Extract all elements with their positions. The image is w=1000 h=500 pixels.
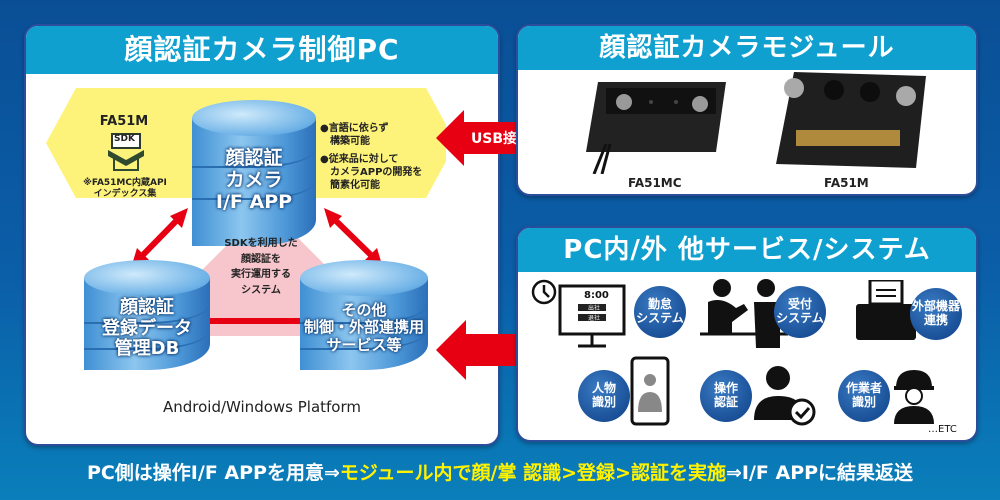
sdk-note: ※FA51MC内蔵API インデックス集 [66, 178, 184, 201]
service-reception: 受付システム [774, 286, 826, 338]
db-label-1: 顔認証 [120, 297, 174, 318]
user-check-icon [754, 366, 816, 426]
center-text-2: 顔認証を [241, 253, 281, 265]
control-pc-title: 顔認証カメラ制御PC [26, 26, 498, 74]
etc-label: …ETC [928, 424, 957, 435]
fa51mc-camera-icon [586, 82, 726, 174]
fa51m-camera-icon [776, 72, 926, 168]
reception-people-icon [700, 279, 788, 348]
attendance-time: 8:00 [584, 290, 609, 301]
db-label-2: 登録データ [102, 317, 192, 339]
sdk-box-icon [108, 133, 144, 171]
arrow-app-other [328, 213, 379, 263]
sdk-badge: SDK [114, 134, 135, 144]
benefit-2-line1: ●従来品に対して [320, 154, 399, 165]
sdk-note-line2: インデックス集 [93, 189, 157, 200]
service-worker-identification: 作業者識別 [838, 370, 890, 422]
arrow-app-db [135, 213, 184, 263]
service-attendance: 勤怠システム [634, 286, 686, 338]
other-services-cylinder: その他 制御・外部連携用 サービス等 [300, 260, 428, 370]
other-label-2: 制御・外部連携用 [303, 318, 424, 337]
benefit-2-line3: 簡素化可能 [330, 180, 380, 191]
camera-module-title: 顔認証カメラモジュール [518, 26, 976, 70]
attendance-monitor-icon [531, 279, 626, 348]
footer-part2: モジュール内で顔/掌 認識>登録>認証を実施 [339, 462, 726, 484]
service-operation-auth: 操作認証 [700, 370, 752, 422]
benefit-2-line2: カメラAPPの開発を [330, 167, 423, 178]
app-label-3: I/F APP [215, 190, 293, 213]
db-label-3: 管理DB [114, 338, 180, 360]
other-label-3: サービス等 [326, 335, 402, 354]
sdk-model: FA51M [99, 114, 149, 129]
footer-part1: PC側は操作I/F APPを用意⇒ [86, 462, 340, 484]
service-external-devices: 外部機器連携 [910, 288, 962, 340]
center-text-1: SDKを利用した [224, 238, 298, 249]
attendance-out: 退社 [588, 315, 601, 322]
benefits-list: ●言語に依らず 構築可能 ●従来品に対して カメラAPPの開発を 簡素化可能 [320, 122, 422, 192]
camera-module-panel: 顔認証カメラモジュール FA51MC FA51M [516, 24, 978, 196]
center-text-3: 実行運用する [231, 269, 291, 280]
app-label-1: 顔認証 [225, 147, 283, 169]
worker-helmet-icon [894, 370, 934, 424]
attendance-in: 出社 [588, 305, 601, 312]
benefit-1-line2: 構築可能 [330, 136, 370, 147]
fa51mc-label: FA51MC [628, 176, 682, 190]
sdk-note-line1: ※FA51MC内蔵API [83, 178, 167, 188]
db-cylinder: 顔認証 登録データ 管理DB [84, 260, 210, 370]
printer-icon [856, 280, 916, 340]
platform-label: Android/Windows Platform [162, 398, 362, 416]
app-label-2: カメラ [225, 168, 283, 191]
app-cylinder: 顔認証 カメラ I/F APP [192, 100, 316, 246]
control-pc-panel: 顔認証カメラ制御PC FA51M SDK ※FA51MC内蔵API インデックス… [24, 24, 500, 446]
center-description: SDKを利用した 顔認証を 実行運用する システム [206, 236, 316, 298]
service-person-identification: 人物識別 [578, 370, 630, 422]
other-label-1: その他 [341, 301, 387, 319]
benefit-1-line1: ●言語に依らず [320, 123, 389, 134]
smartphone-face-icon [630, 356, 670, 426]
fa51m-label: FA51M [824, 176, 869, 190]
center-text-4: システム [241, 284, 281, 296]
services-title: PC内/外 他サービス/システム [518, 228, 976, 272]
footer-caption: PC側は操作I/F APPを用意⇒モジュール内で顔/掌 認識>登録>認証を実施⇒… [0, 458, 1000, 485]
services-panel: PC内/外 他サービス/システム 8:00 出社 退社 勤怠システム 受付システ… [516, 226, 978, 442]
footer-part3: ⇒I/F APPに結果返送 [725, 462, 914, 484]
